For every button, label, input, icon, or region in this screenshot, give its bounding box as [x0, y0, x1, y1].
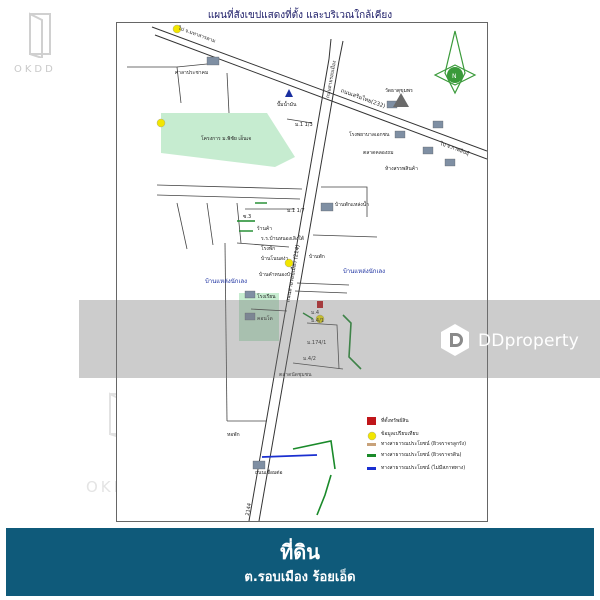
okdd-logo-icon: [29, 12, 51, 58]
place-label: ม.174/1: [307, 340, 327, 346]
map-roads: N: [127, 24, 487, 521]
comparison-marker: [172, 24, 182, 34]
ddproperty-brand-text: DDproperty: [478, 331, 579, 351]
temple-icon: [393, 93, 409, 107]
comparison-marker: [284, 258, 294, 268]
legend-label: ข้อมูลเปรียบเทียบ: [381, 431, 419, 437]
legend-swatch: [367, 431, 377, 441]
dirt-road: [292, 440, 336, 470]
legend-swatch: [367, 467, 376, 470]
map-canvas: N ไป จ.มหาสารคาม ถนนเสริมไทย(232) ไป จ.ก…: [116, 22, 488, 522]
village-label: บ้านแหล่งนักเลง: [205, 278, 248, 285]
place-label: บ้านโนนสง่า: [261, 256, 289, 262]
place-label: ม.4/2: [303, 356, 316, 362]
place-label: โรงเรียน: [257, 294, 276, 300]
place-label: ตลาดคลองถม: [363, 150, 394, 156]
place-label: ม.4: [311, 310, 320, 316]
place-label: ม.1 1/7: [287, 208, 305, 214]
dirt-road: [302, 312, 314, 320]
place-label: หอพัก: [227, 432, 240, 438]
green-area-south: [239, 293, 279, 341]
legend-swatch: [367, 443, 376, 446]
place-label: บ้านพัก: [309, 254, 325, 260]
place-label: ห้างสรรพสินค้า: [385, 166, 418, 172]
comparison-marker: [156, 118, 166, 128]
village-label: บ้านแหล่งนักเลง: [343, 268, 386, 275]
place-label: ตลาดนัดชุมชน: [279, 372, 312, 378]
map-title: แผนที่สังเขปแสดงที่ตั้ง และบริเวณใกล้เคี…: [207, 10, 393, 21]
property-marker: [317, 301, 323, 308]
place-label: บ้านพักแหล่งน้ำ: [335, 202, 369, 208]
legend-label: ทางสาธารณประโยชน์ (ผิวจราจรลูกรัง): [381, 441, 467, 447]
okdd-brand-text: OKDD: [14, 64, 56, 75]
dirt-road: [316, 474, 332, 516]
legend-swatch: [367, 454, 376, 457]
ddproperty-watermark-band: [79, 300, 600, 378]
place-label: คอนโด: [257, 316, 273, 322]
comparison-marker: [315, 314, 325, 324]
place-label: โรงพัก: [261, 246, 276, 252]
ddproperty-logo-icon: [441, 324, 469, 356]
place-label: ปั๊มน้ำมัน: [277, 102, 297, 108]
place-label: ซ.3: [243, 214, 252, 220]
legend-label: ที่ตั้งทรัพย์สิน: [381, 418, 409, 424]
place-label: โรงพยาบาลเอกชน: [349, 132, 390, 138]
place-label: ร.ร.บ้านหนองเลิงใต้: [261, 236, 305, 242]
place-label: ร้านค้า: [257, 226, 273, 232]
compass-icon: N: [433, 30, 477, 95]
green-area-housing: [161, 113, 295, 167]
place-label: ศาลาประชาคม: [175, 70, 209, 76]
place-label: วัดธาตุขุมพร: [385, 88, 413, 94]
place-label: ถนนเชื่อมต่อ: [255, 470, 283, 476]
listing-location: ต.รอบเมือง ร้อยเอ็ด: [244, 570, 356, 585]
place-label: โครงการ ม.พิชัย เอ็นเจ: [201, 136, 252, 142]
legend-label: ทางสาธารณประโยชน์ (ผิวจราจรดิน): [381, 452, 462, 458]
place-label: ม.1 1/3: [295, 122, 313, 128]
legend-swatch: [367, 417, 376, 425]
place-label: บ้านคำหนองบัว: [259, 272, 293, 278]
listing-banner: ที่ดิน ต.รอบเมือง ร้อยเอ็ด: [6, 528, 594, 596]
legend-label: ทางสาธารณประโยชน์ (ไม่มีสภาพทาง): [381, 465, 466, 471]
listing-title: ที่ดิน: [280, 540, 320, 564]
gas-station-icon: [285, 89, 293, 97]
dirt-road: [342, 314, 362, 370]
no-access-road: [261, 454, 318, 458]
svg-text:N: N: [452, 73, 457, 80]
place-label: ม.4/1: [311, 318, 324, 324]
